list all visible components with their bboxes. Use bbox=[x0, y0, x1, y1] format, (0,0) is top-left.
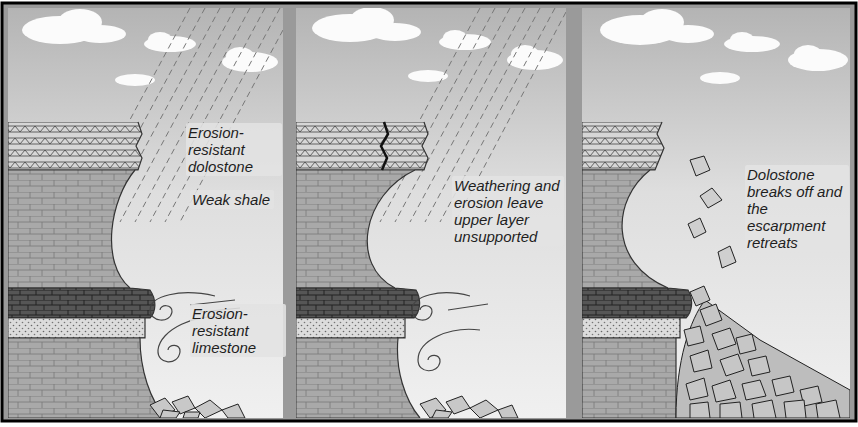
frame-part bbox=[2, 3, 856, 421]
panel-three bbox=[582, 8, 850, 418]
rock-layers-part bbox=[582, 122, 762, 170]
step-label: Dolostone breaks off and the escarpment … bbox=[745, 165, 849, 252]
clouds-part bbox=[148, 32, 172, 48]
rubble-pile-part bbox=[736, 334, 756, 354]
layer-label: Erosion-resistant limestone bbox=[190, 304, 286, 357]
rock-layers-part bbox=[8, 318, 188, 338]
rock-layers bbox=[296, 122, 476, 418]
clouds bbox=[312, 8, 563, 82]
rubble-pile-part bbox=[700, 304, 722, 326]
crack bbox=[381, 122, 388, 170]
wind-swirls-part bbox=[448, 304, 488, 310]
rock-layers-part bbox=[8, 338, 188, 418]
frame bbox=[2, 3, 856, 421]
falling-blocks bbox=[688, 156, 736, 268]
rock-layers-part bbox=[8, 170, 188, 288]
rubble-pile-part bbox=[816, 400, 840, 418]
falling-blocks-part bbox=[718, 246, 736, 268]
rubble-pile-part bbox=[712, 380, 736, 402]
panel-two bbox=[296, 8, 566, 418]
rubble-pile-part bbox=[686, 378, 708, 400]
rain-part bbox=[180, 30, 283, 222]
rock-layers-part bbox=[582, 170, 762, 288]
clouds-part bbox=[226, 47, 254, 65]
clouds bbox=[600, 9, 848, 84]
clouds-part bbox=[115, 74, 155, 86]
rubble-pile-part bbox=[690, 286, 710, 306]
panel-two-part bbox=[296, 8, 566, 418]
rock-layers-part bbox=[296, 122, 476, 170]
rubble-pile-part bbox=[772, 376, 794, 396]
rain-part bbox=[165, 8, 280, 222]
wind-swirls bbox=[412, 293, 488, 371]
rock-layers-part bbox=[8, 122, 188, 170]
rock-layers-part bbox=[296, 338, 476, 418]
rock-layers-part bbox=[8, 288, 188, 318]
rock-layers bbox=[8, 122, 188, 418]
panel-three-part bbox=[582, 8, 850, 418]
rubble-pile-part bbox=[690, 350, 712, 372]
clouds-part bbox=[730, 32, 754, 48]
clouds-part bbox=[74, 25, 126, 43]
wind-swirls-part bbox=[412, 293, 470, 320]
rubble-part bbox=[470, 400, 498, 418]
step-label: Weathering and erosion leave upper layer… bbox=[452, 176, 564, 246]
rubble bbox=[420, 396, 518, 418]
rubble-part bbox=[498, 405, 518, 418]
rock-layers-part bbox=[296, 318, 476, 338]
clouds bbox=[22, 9, 278, 86]
rubble-part bbox=[183, 412, 200, 418]
panel-two-part bbox=[367, 122, 428, 418]
rock-layers-part bbox=[296, 170, 476, 288]
rubble-part bbox=[222, 404, 245, 418]
rubble-part bbox=[432, 410, 452, 418]
wind-swirls-part bbox=[418, 329, 480, 370]
rubble-pile-part bbox=[752, 400, 776, 418]
falling-blocks-part bbox=[700, 188, 722, 208]
clouds-part bbox=[662, 25, 714, 43]
rubble-pile-part bbox=[690, 402, 710, 418]
rubble-pile-part bbox=[684, 326, 704, 346]
panel-one-part bbox=[111, 122, 166, 418]
rubble bbox=[150, 396, 245, 418]
clouds-part bbox=[794, 45, 822, 63]
clouds-part bbox=[408, 70, 448, 82]
rock-layers-part bbox=[582, 288, 762, 318]
rubble-part bbox=[160, 410, 180, 418]
rubble-pile-part bbox=[676, 300, 850, 418]
falling-blocks-part bbox=[688, 218, 706, 238]
rubble-pile bbox=[676, 286, 850, 418]
rubble-pile-part bbox=[720, 402, 742, 418]
rubble-pile-part bbox=[748, 356, 770, 376]
clouds-part bbox=[369, 23, 421, 41]
layer-label: Erosion-resistant dolostone bbox=[186, 123, 282, 176]
layer-label: Weak shale bbox=[190, 190, 274, 209]
rubble-pile-part bbox=[784, 400, 806, 418]
rubble-pile-part bbox=[712, 328, 736, 350]
falling-blocks-part bbox=[690, 156, 710, 176]
rubble-pile-part bbox=[720, 354, 744, 376]
clouds-part bbox=[700, 72, 740, 84]
rubble-pile-part bbox=[742, 380, 766, 400]
